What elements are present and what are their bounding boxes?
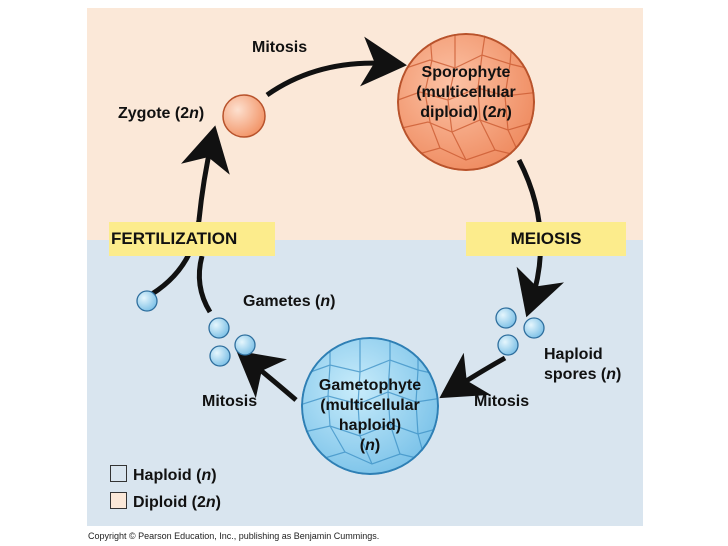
haploid-swatch: [110, 465, 127, 482]
gamete-2: [208, 317, 230, 339]
meiosis-banner: MEIOSIS: [466, 222, 626, 256]
gametophyte-label: Gametophyte (multicellular haploid) (n): [318, 377, 422, 454]
sporophyte-label: Sporophyte (multicellular diploid) (2n): [416, 64, 516, 121]
mitosis-arrow-right: [439, 352, 507, 399]
fertilization-banner: FERTILIZATION: [109, 222, 275, 256]
spore-1: [495, 307, 517, 329]
zygote-label: Zygote (2n): [118, 105, 205, 122]
diploid-region: [87, 8, 643, 240]
haploid-spores-label: Haploid spores (n): [544, 346, 622, 383]
gamete-3: [234, 334, 256, 356]
gamete-4: [209, 345, 231, 367]
legend-haploid: Haploid (n): [110, 465, 217, 485]
gametes-label: Gametes (n): [243, 293, 336, 310]
zygote-cell: [222, 94, 266, 138]
legend-diploid: Diploid (2n): [110, 492, 221, 512]
mitosis-left-label: Mitosis: [202, 393, 258, 410]
fertilization-arrow: [150, 125, 230, 297]
copyright-notice: Copyright © Pearson Education, Inc., pub…: [88, 531, 380, 541]
gamete-arrow: [196, 255, 213, 314]
mitosis-arrow-left: [236, 350, 298, 402]
gametophyte-cell: [301, 337, 439, 475]
gamete-1: [136, 290, 158, 312]
sporophyte-cell: [397, 33, 535, 171]
spore-3: [497, 334, 519, 356]
meiosis-label: MEIOSIS: [510, 229, 582, 248]
mitosis-arrow-top: [265, 36, 407, 98]
spore-2: [523, 317, 545, 339]
fertilization-label: FERTILIZATION: [111, 229, 238, 248]
mitosis-right-label: Mitosis: [474, 393, 530, 410]
diploid-swatch: [110, 492, 127, 509]
mitosis-top-label: Mitosis: [252, 39, 308, 56]
